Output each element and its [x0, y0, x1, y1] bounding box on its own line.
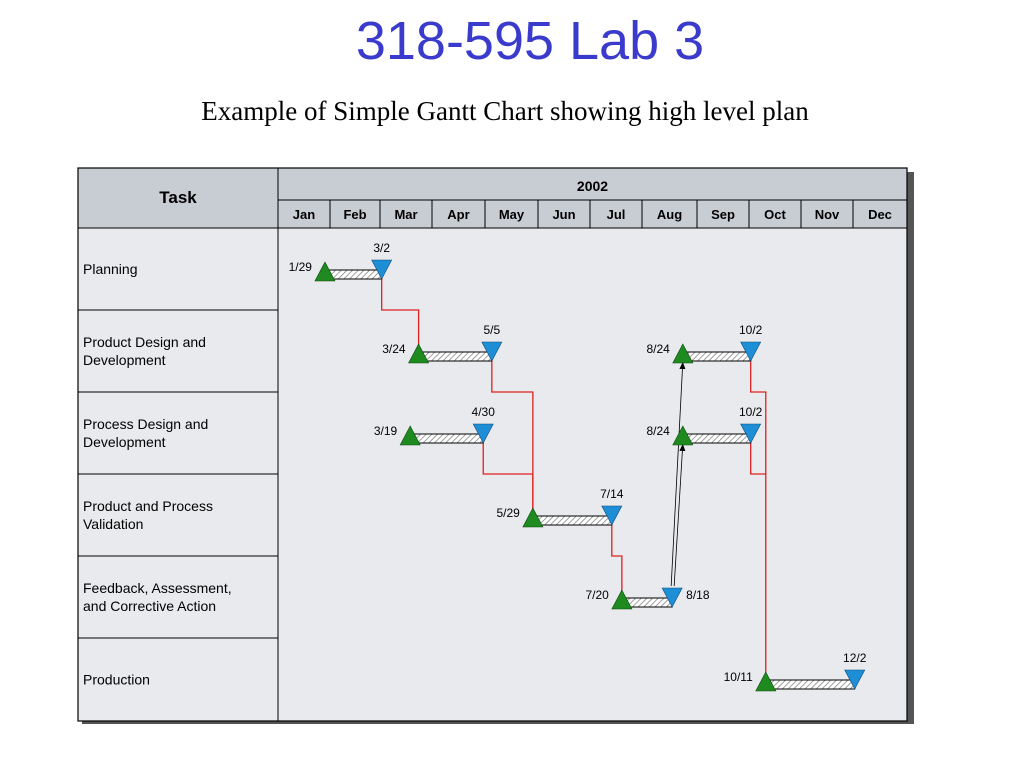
header-background [78, 168, 907, 228]
dependency-line [381, 278, 420, 346]
dependency-line [750, 360, 767, 674]
start-date-label: 8/24 [646, 342, 670, 356]
end-date-label: 10/2 [739, 405, 763, 419]
end-date-label: 3/2 [373, 241, 390, 255]
start-milestone [399, 425, 421, 446]
end-milestone [601, 505, 623, 526]
task-name-label: Development [83, 352, 166, 368]
task-bar [409, 433, 484, 444]
month-label: Apr [447, 207, 469, 222]
end-milestone [740, 341, 762, 362]
end-date-label: 12/2 [843, 651, 867, 665]
task-bar [418, 351, 493, 362]
month-label: Jul [607, 207, 626, 222]
dependency-line [611, 524, 623, 592]
dependency-line [482, 442, 534, 510]
start-milestone [672, 343, 694, 364]
start-date-label: 3/24 [382, 342, 406, 356]
start-milestone [314, 261, 336, 282]
start-date-label: 1/29 [289, 260, 313, 274]
end-date-label: 7/14 [600, 487, 624, 501]
end-milestone [481, 341, 503, 362]
end-milestone [661, 587, 683, 608]
start-date-label: 10/11 [724, 670, 753, 684]
end-milestone [472, 423, 494, 444]
start-milestone [672, 425, 694, 446]
end-milestone [740, 423, 762, 444]
month-label: Jan [293, 207, 315, 222]
task-name-label: Product Design and [83, 334, 206, 350]
month-label: Oct [764, 207, 786, 222]
start-milestone [755, 671, 777, 692]
start-date-label: 5/29 [497, 506, 521, 520]
start-date-label: 8/24 [646, 424, 670, 438]
task-bar [682, 433, 752, 444]
feedback-arrow [670, 361, 686, 587]
slide-subtitle: Example of Simple Gantt Chart showing hi… [201, 96, 809, 126]
start-milestone [611, 589, 633, 610]
task-name-label: Validation [83, 516, 143, 532]
task-name-label: and Corrective Action [83, 598, 216, 614]
end-date-label: 8/18 [686, 588, 710, 602]
start-milestone [522, 507, 544, 528]
task-name-label: Planning [83, 261, 138, 277]
year-header: 2002 [577, 178, 608, 194]
task-bar [682, 351, 752, 362]
end-milestone [844, 669, 866, 690]
task-name-label: Process Design and [83, 416, 208, 432]
month-label: Mar [394, 207, 417, 222]
task-bar [532, 515, 613, 526]
month-label: Jun [552, 207, 575, 222]
end-date-label: 10/2 [739, 323, 763, 337]
task-column-header: Task [159, 188, 197, 207]
month-label: Nov [815, 207, 840, 222]
month-label: Feb [343, 207, 366, 222]
month-label: Dec [868, 207, 892, 222]
month-label: May [499, 207, 525, 222]
month-label: Aug [657, 207, 682, 222]
end-milestone [371, 259, 393, 280]
feedback-arrow [673, 443, 686, 587]
chart-border [77, 167, 908, 722]
task-name-label: Feedback, Assessment, [83, 580, 232, 596]
end-date-label: 5/5 [483, 323, 500, 337]
dependency-line [491, 360, 534, 510]
start-date-label: 7/20 [586, 588, 610, 602]
month-label: Sep [711, 207, 735, 222]
slide-title: 318-595 Lab 3 [355, 11, 705, 71]
end-date-label: 4/30 [472, 405, 496, 419]
start-date-label: 3/19 [374, 424, 398, 438]
dependency-line [750, 442, 766, 475]
task-name-label: Production [83, 672, 150, 688]
task-name-label: Product and Process [83, 498, 213, 514]
task-bar [765, 679, 856, 690]
task-name-label: Development [83, 434, 166, 450]
start-milestone [408, 343, 430, 364]
